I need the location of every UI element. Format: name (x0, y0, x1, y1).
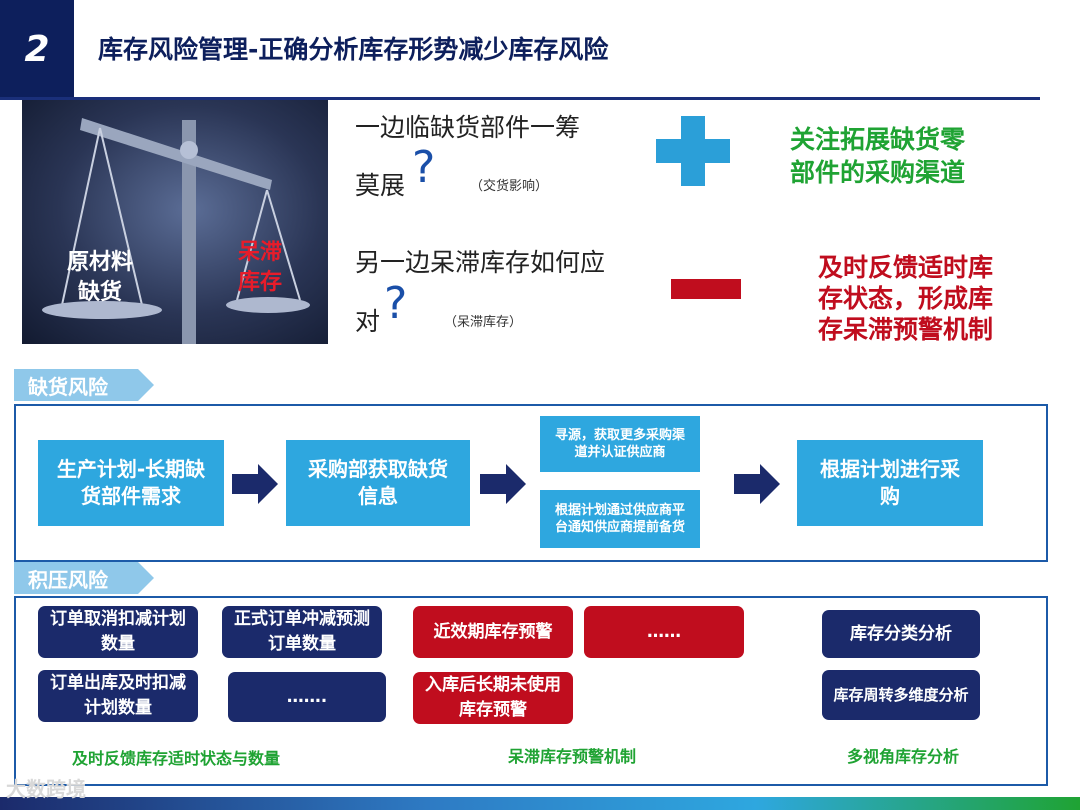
backlog-risk-tab: 积压风险 (14, 562, 154, 594)
shortage-risk-panel (14, 404, 1048, 562)
arrow-right-icon (734, 464, 780, 504)
question-2-line1: 另一边呆滞库存如何应 (355, 248, 606, 277)
page-title: 库存风险管理-正确分析库存形势减少库存风险 (98, 35, 609, 64)
backlog-item-more-red: …… (584, 606, 744, 658)
flow-box-supplier-notice: 根据计划通过供应商平台通知供应商提前备货 (540, 490, 700, 548)
backlog-item-idle-warning: 入库后长期未使用库存预警 (413, 672, 573, 724)
question-2-note: （呆滞库存） (444, 315, 523, 330)
question-2-line2: 对 (355, 307, 381, 336)
watermark: 大数跨境 (6, 777, 86, 801)
header-bar (0, 0, 1080, 98)
caption-multi-view: 多视角库存分析 (847, 747, 960, 766)
section-number: 2 (0, 0, 74, 98)
balance-scale-icon (42, 118, 310, 344)
flow-box-sourcing: 寻源，获取更多采购渠道并认证供应商 (540, 416, 700, 472)
shortage-risk-tab: 缺货风险 (14, 369, 154, 401)
question-1-line2: 莫展 (355, 171, 406, 200)
question-1-line1: 一边临缺货部件一筹 (355, 113, 581, 142)
arrow-right-icon (232, 464, 278, 504)
arrow-right-icon (480, 464, 526, 504)
question-1-note: （交货影响） (470, 179, 549, 194)
flow-box-purchase-info: 采购部获取缺货信息 (286, 440, 470, 526)
backlog-item-forecast: 正式订单冲减预测订单数量 (222, 606, 382, 658)
backlog-item-turnover: 库存周转多维度分析 (822, 670, 980, 720)
flow-box-demand: 生产计划-长期缺货部件需求 (38, 440, 224, 526)
flow-box-plan-purchase: 根据计划进行采购 (797, 440, 983, 526)
backlog-risk-panel (14, 596, 1048, 786)
left-pan-label: 原材料缺货 (66, 250, 133, 305)
plus-answer: 关注拓展缺货零部件的采购渠道 (790, 125, 966, 187)
question-mark-icon: ? (384, 278, 408, 329)
minus-icon (671, 279, 741, 299)
right-pan-label: 呆滞库存 (237, 240, 282, 295)
plus-icon (681, 116, 705, 186)
backlog-item-outbound: 订单出库及时扣减计划数量 (38, 670, 198, 722)
backlog-item-cancel: 订单取消扣减计划数量 (38, 606, 198, 658)
caption-feedback: 及时反馈库存适时状态与数量 (72, 749, 281, 768)
header-divider (0, 97, 1040, 100)
minus-answer: 及时反馈适时库存状态，形成库存呆滞预警机制 (818, 253, 994, 344)
backlog-item-expiry-warning: 近效期库存预警 (413, 606, 573, 658)
backlog-item-more: ……. (228, 672, 386, 722)
caption-idle-warning: 呆滞库存预警机制 (508, 747, 637, 766)
balance-scale-image: 原材料缺货 呆滞库存 (22, 100, 328, 344)
backlog-item-classification: 库存分类分析 (822, 610, 980, 658)
question-mark-icon: ? (412, 142, 436, 193)
footer-bar (0, 797, 1080, 810)
